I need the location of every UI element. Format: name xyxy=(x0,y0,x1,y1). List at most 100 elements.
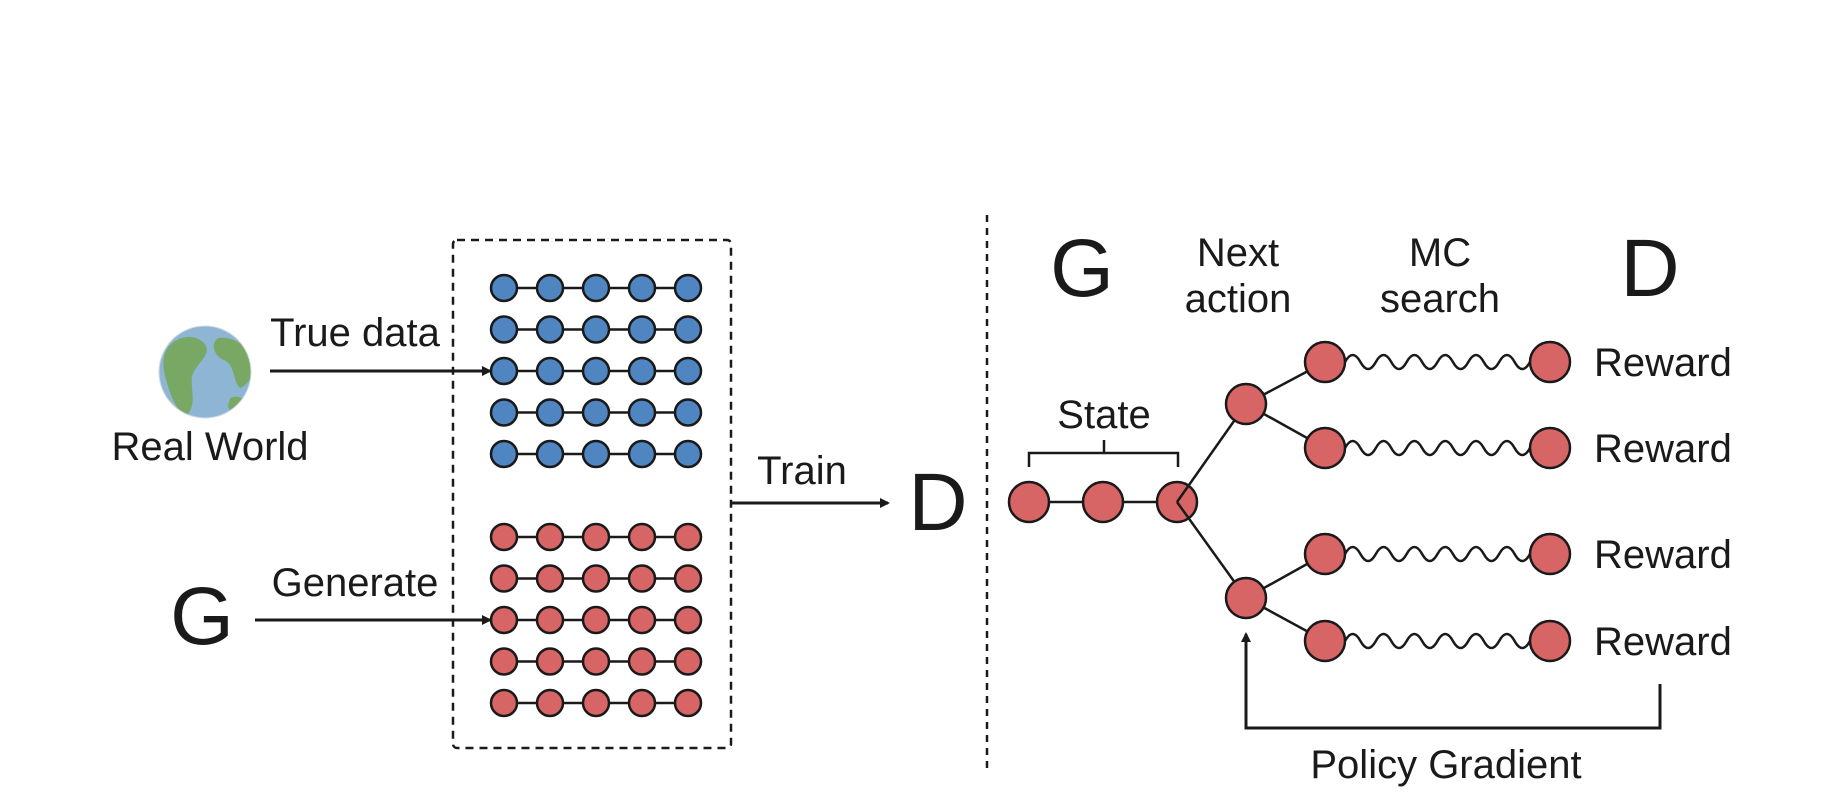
policy-gradient-label: Policy Gradient xyxy=(1310,743,1581,787)
reward-label-4: Reward xyxy=(1594,620,1732,664)
reward-label-2: Reward xyxy=(1594,427,1732,471)
generated-token-node xyxy=(673,605,703,635)
generated-token-node xyxy=(581,522,611,552)
mc-search-label-line2: search xyxy=(1380,277,1500,321)
true-data-label: True data xyxy=(270,311,440,355)
generated-token-node xyxy=(535,564,565,593)
real-token-node xyxy=(627,315,657,344)
state-chain xyxy=(1007,480,1199,524)
real-token-node xyxy=(535,356,565,386)
real-token-node xyxy=(673,315,703,344)
sequence-row xyxy=(489,564,703,593)
generated-token-node xyxy=(673,688,703,718)
real-token-node xyxy=(627,273,657,303)
rollout-start-node xyxy=(1303,426,1347,470)
generated-token-node xyxy=(489,605,519,635)
generated-token-node xyxy=(535,647,565,676)
sequence-row xyxy=(489,605,703,635)
real-token-node xyxy=(581,398,611,427)
next-action-branches xyxy=(1175,360,1326,643)
real-token-node xyxy=(581,439,611,469)
real-token-node xyxy=(581,273,611,303)
globe-icon xyxy=(158,325,252,419)
sequence-row xyxy=(489,398,703,427)
generated-token-node xyxy=(581,688,611,718)
generate-label: Generate xyxy=(272,561,439,605)
generated-token-node xyxy=(627,688,657,718)
rollout-start-node xyxy=(1303,340,1347,384)
data-batch-box xyxy=(451,238,733,750)
reward-label-1: Reward xyxy=(1594,341,1732,385)
sequence-row xyxy=(489,522,703,552)
real-sequence-grid xyxy=(489,273,703,469)
next-action-label-line2: action xyxy=(1185,277,1292,321)
real-token-node xyxy=(489,356,519,386)
next-action-node xyxy=(1224,576,1268,620)
state-label: State xyxy=(1057,393,1150,437)
real-token-node xyxy=(673,398,703,427)
state-bracket xyxy=(1027,440,1180,467)
real-token-node xyxy=(489,398,519,427)
generator-symbol-right: G xyxy=(1050,223,1114,314)
real-token-node xyxy=(627,439,657,469)
sequence-row xyxy=(489,439,703,469)
real-token-node xyxy=(489,273,519,303)
mc-search-label-line1: MC xyxy=(1409,231,1471,275)
real-token-node xyxy=(489,315,519,344)
generated-token-node xyxy=(489,564,519,593)
generated-token-node xyxy=(489,688,519,718)
state-node xyxy=(1081,480,1125,524)
generated-token-node xyxy=(627,564,657,593)
rollout-end-node xyxy=(1528,340,1572,384)
real-token-node xyxy=(673,356,703,386)
sequence-row xyxy=(489,647,703,676)
mc-rollout xyxy=(1303,619,1572,663)
real-token-node xyxy=(581,315,611,344)
real-token-node xyxy=(535,398,565,427)
generated-token-node xyxy=(489,522,519,552)
generated-token-node xyxy=(489,647,519,676)
next-action-node xyxy=(1224,382,1268,426)
generated-token-node xyxy=(673,564,703,593)
generated-token-node xyxy=(535,605,565,635)
reward-label-3: Reward xyxy=(1594,533,1732,577)
real-token-node xyxy=(627,398,657,427)
rollout-start-node xyxy=(1303,532,1347,576)
mc-rollout xyxy=(1303,426,1572,470)
train-label: Train xyxy=(757,449,847,493)
generated-token-node xyxy=(581,647,611,676)
real-token-node xyxy=(581,356,611,386)
discriminator-symbol-left: D xyxy=(908,457,967,548)
generated-token-node xyxy=(673,522,703,552)
sequence-row xyxy=(489,688,703,718)
real-world-label: Real World xyxy=(111,425,308,469)
policy-gradient-arrow xyxy=(1241,632,1662,730)
mc-search-rollouts xyxy=(1303,340,1572,663)
real-token-node xyxy=(673,273,703,303)
mc-rollout xyxy=(1303,532,1572,576)
sequence-row xyxy=(489,315,703,344)
real-token-node xyxy=(535,439,565,469)
generated-token-node xyxy=(673,647,703,676)
rollout-end-node xyxy=(1528,532,1572,576)
generator-symbol-left: G xyxy=(170,571,234,662)
sequence-row xyxy=(489,356,703,386)
next-action-label-line1: Next xyxy=(1197,231,1279,275)
state-node xyxy=(1007,480,1051,524)
sequence-row xyxy=(489,273,703,303)
rollout-end-node xyxy=(1528,619,1572,663)
real-token-node xyxy=(535,315,565,344)
generated-token-node xyxy=(535,688,565,718)
mc-rollout xyxy=(1303,340,1572,384)
rollout-end-node xyxy=(1528,426,1572,470)
rollout-start-node xyxy=(1303,619,1347,663)
generated-token-node xyxy=(627,647,657,676)
discriminator-symbol-right: D xyxy=(1620,223,1679,314)
generated-sequence-grid xyxy=(489,522,703,718)
generated-token-node xyxy=(535,522,565,552)
real-token-node xyxy=(627,356,657,386)
generated-token-node xyxy=(627,605,657,635)
real-token-node xyxy=(673,439,703,469)
